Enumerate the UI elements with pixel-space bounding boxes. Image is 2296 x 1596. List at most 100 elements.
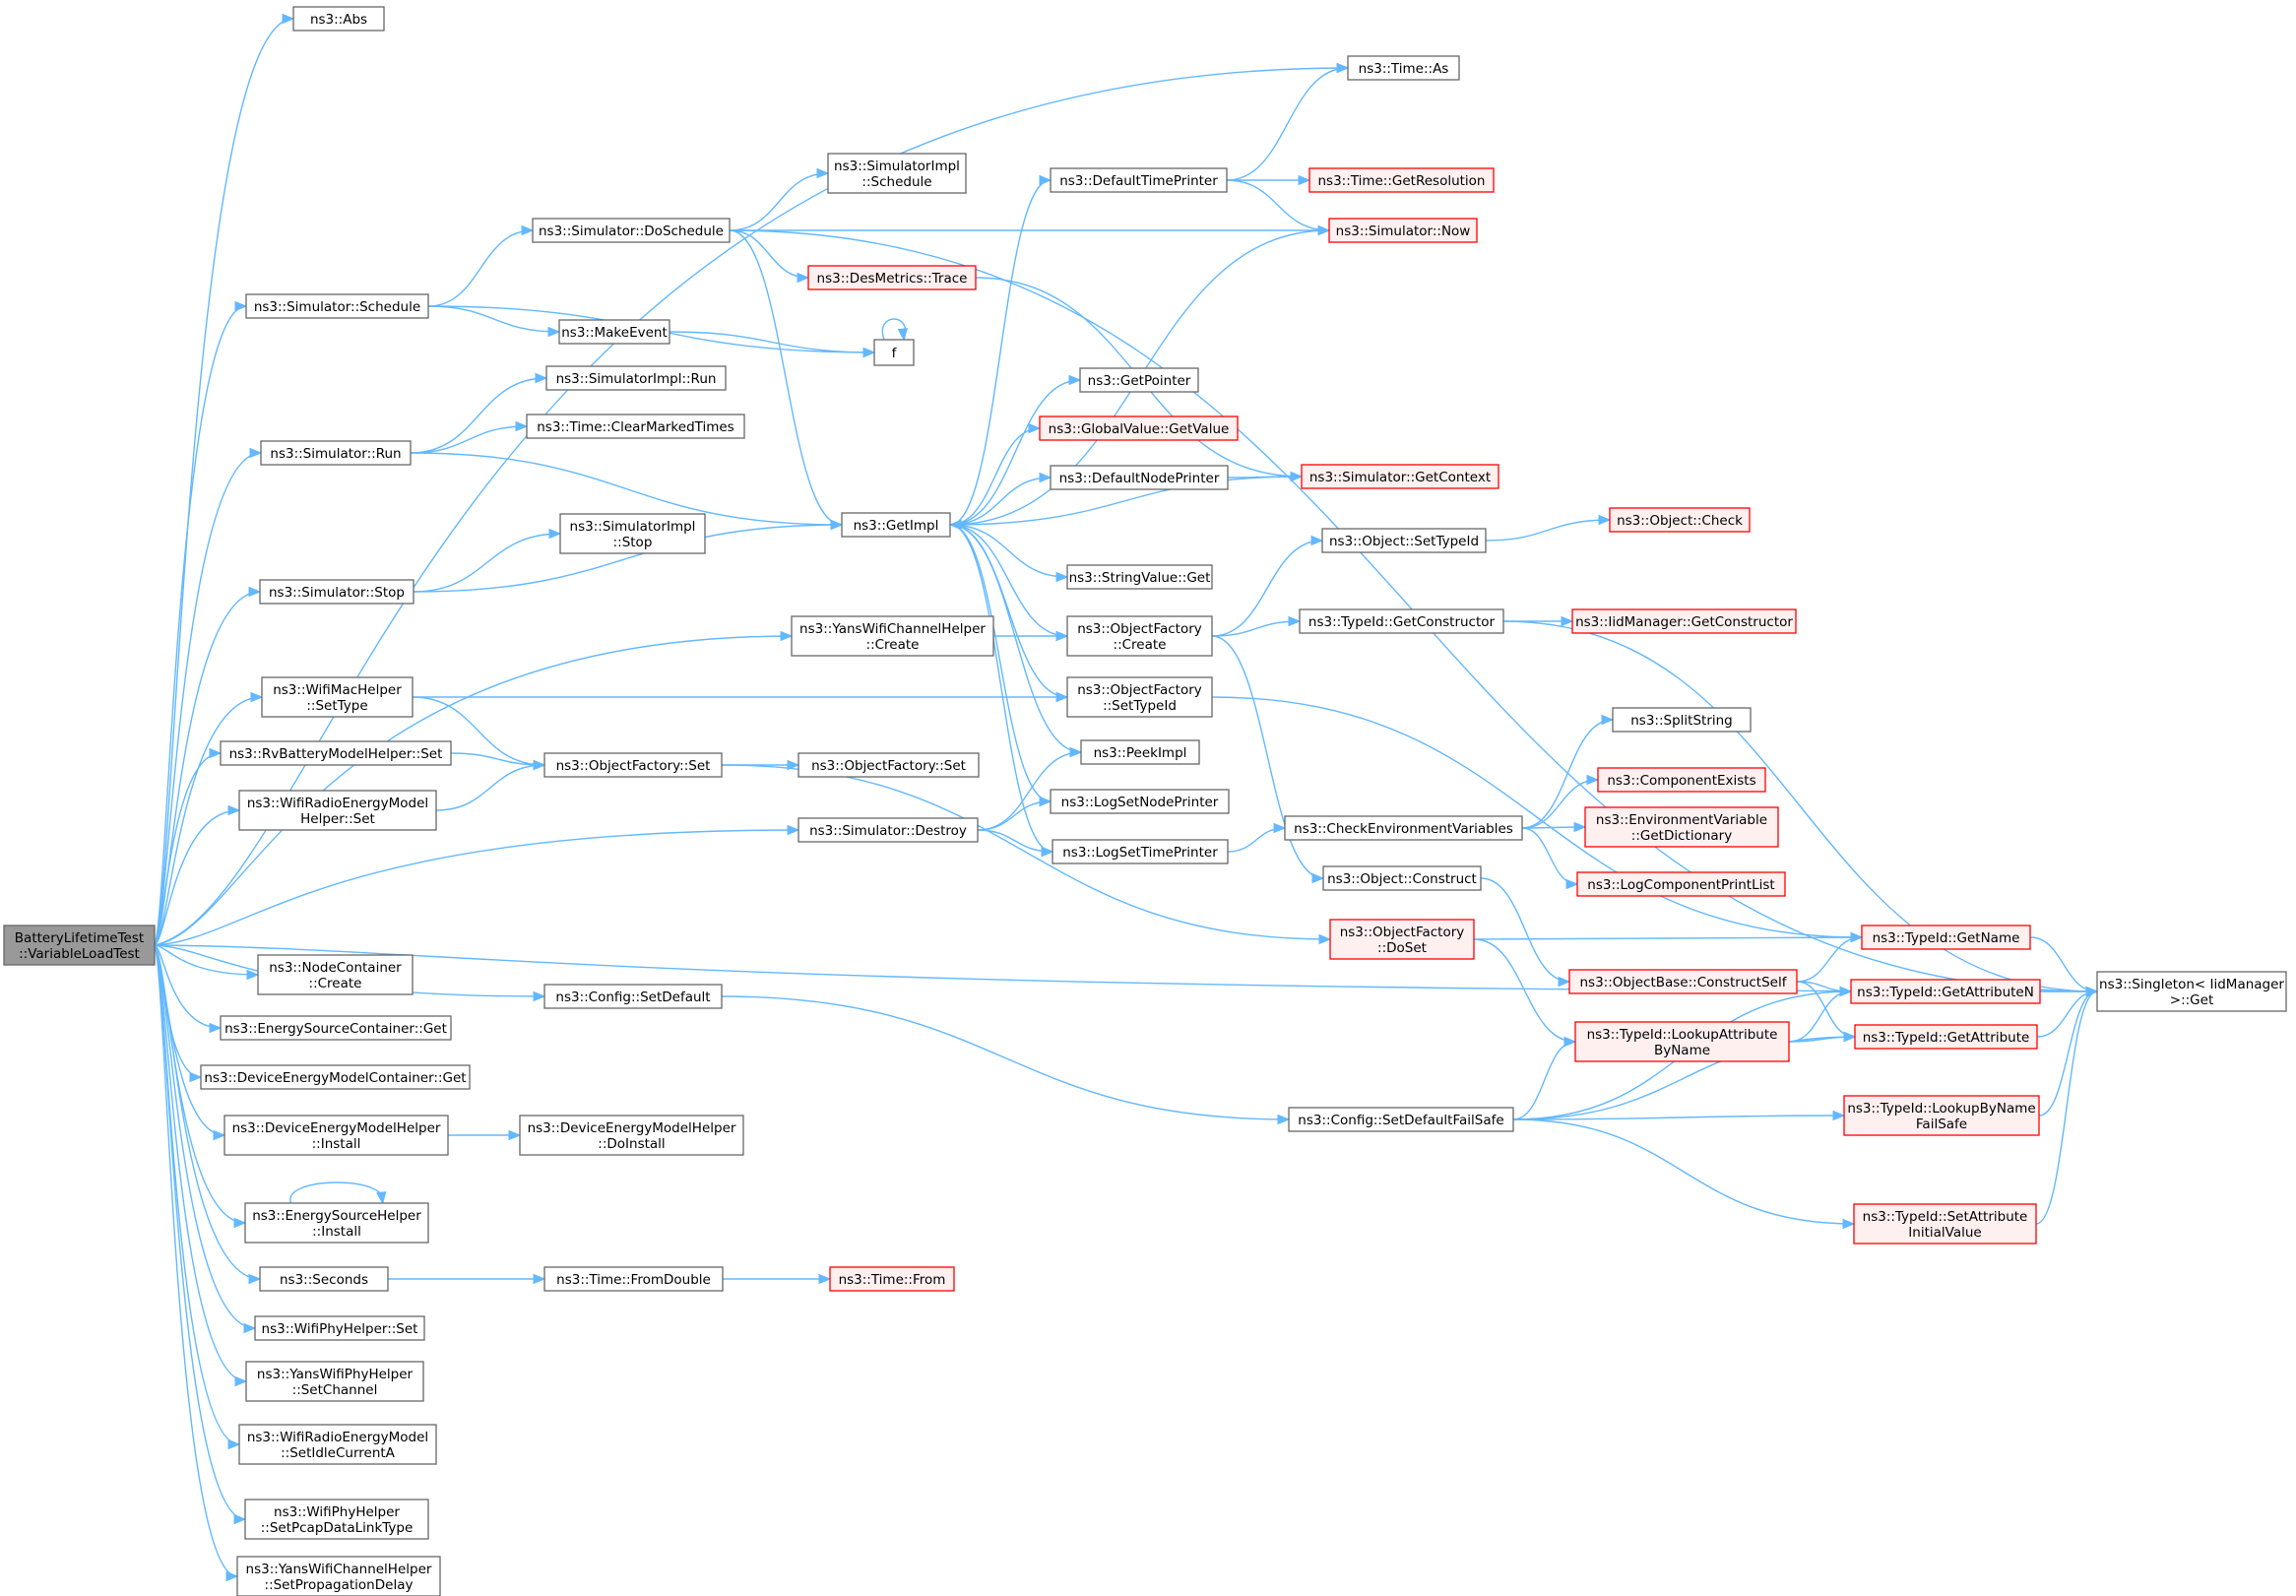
node-yanschcreate[interactable]: ns3::YansWifiChannelHelper::Create xyxy=(791,615,994,657)
edge-defprinter-to-getres-arrow xyxy=(1298,174,1311,186)
node-box-getptr xyxy=(1079,367,1199,393)
node-defprinter[interactable]: ns3::DefaultTimePrinter xyxy=(1050,167,1228,193)
node-label-objcheck: ns3::Object::Check xyxy=(1617,513,1743,529)
node-gvget[interactable]: ns3::GlobalValue::GetValue xyxy=(1039,415,1239,441)
node-label-yansphych-line2: ::SetChannel xyxy=(292,1382,378,1398)
node-box-yansphych xyxy=(245,1361,424,1402)
node-peekimpl[interactable]: ns3::PeekImpl xyxy=(1080,739,1200,765)
node-dosched[interactable]: ns3::Simulator::DoSchedule xyxy=(532,218,731,243)
node-tidgetctor[interactable]: ns3::TypeId::GetConstructor xyxy=(1299,608,1504,634)
node-compexists[interactable]: ns3::ComponentExists xyxy=(1597,767,1766,793)
edge-root-to-wifimacset xyxy=(154,696,263,946)
node-propdelay[interactable]: ns3::YansWifiChannelHelper::SetPropagati… xyxy=(236,1556,441,1596)
edge-ofcreate-to-objconstruct-arrow xyxy=(1311,872,1325,884)
node-physet[interactable]: ns3::WifiPhyHelper::Set xyxy=(254,1315,425,1341)
node-label-lookupfs-line2: FailSafe xyxy=(1916,1117,1967,1132)
node-simsched[interactable]: ns3::Simulator::Schedule xyxy=(245,293,429,319)
node-box-nodecreate xyxy=(257,954,414,995)
node-simnow[interactable]: ns3::Simulator::Now xyxy=(1328,218,1478,243)
node-defnodeprinter[interactable]: ns3::DefaultNodePrinter xyxy=(1050,465,1229,490)
edge-cfgsetdef-to-cfgsetdeffs-arrow xyxy=(1277,1114,1291,1125)
node-demcget[interactable]: ns3::DeviceEnergyModelContainer::Get xyxy=(200,1064,471,1090)
node-root[interactable]: BatteryLifetimeTest::VariableLoadTest xyxy=(3,925,156,966)
node-clearmarked[interactable]: ns3::Time::ClearMarkedTimes xyxy=(526,414,745,439)
node-f[interactable]: f xyxy=(873,339,915,366)
node-label-radioidle-line2: ::SetIdleCurrentA xyxy=(281,1445,396,1461)
edge-getimpl-to-gvget xyxy=(949,427,1041,526)
node-simimplsched[interactable]: ns3::SimulatorImpl::Schedule xyxy=(827,153,967,194)
node-seconds[interactable]: ns3::Seconds xyxy=(259,1266,389,1292)
node-timefrom[interactable]: ns3::Time::From xyxy=(829,1266,955,1292)
node-ofsettypeid[interactable]: ns3::ObjectFactory::SetTypeId xyxy=(1066,676,1213,718)
node-makeevent[interactable]: ns3::MakeEvent xyxy=(558,319,670,345)
node-demhinstall[interactable]: ns3::DeviceEnergyModelHelper::Install xyxy=(223,1115,449,1156)
node-eshinstall[interactable]: ns3::EnergySourceHelper::Install xyxy=(244,1202,429,1244)
node-settypeid[interactable]: ns3::Object::SetTypeId xyxy=(1321,528,1487,553)
node-getres[interactable]: ns3::Time::GetResolution xyxy=(1308,167,1495,193)
node-label-tidgetattr: ns3::TypeId::GetAttribute xyxy=(1863,1030,2030,1046)
node-label-demcget: ns3::DeviceEnergyModelContainer::Get xyxy=(204,1070,466,1086)
node-logsetnode[interactable]: ns3::LogSetNodePrinter xyxy=(1050,789,1230,814)
node-nodecreate[interactable]: ns3::NodeContainer::Create xyxy=(257,954,414,995)
node-getctx[interactable]: ns3::Simulator::GetContext xyxy=(1301,464,1499,489)
node-cfgsetdeffs[interactable]: ns3::Config::SetDefaultFailSafe xyxy=(1288,1107,1514,1132)
node-objcheck[interactable]: ns3::Object::Check xyxy=(1609,507,1751,533)
node-checkenv[interactable]: ns3::CheckEnvironmentVariables xyxy=(1284,815,1523,841)
edge-defprinter-to-timeas-arrow xyxy=(1336,62,1350,74)
node-label-simnow: ns3::Simulator::Now xyxy=(1336,223,1471,239)
node-box-defnodeprinter xyxy=(1050,465,1229,490)
node-rvset[interactable]: ns3::RvBatteryModelHelper::Set xyxy=(220,740,452,766)
node-tidgetattrn[interactable]: ns3::TypeId::GetAttributeN xyxy=(1850,979,2041,1004)
node-label-simimplrun: ns3::SimulatorImpl::Run xyxy=(556,371,717,387)
node-fromdouble[interactable]: ns3::Time::FromDouble xyxy=(543,1266,724,1292)
node-logsettime[interactable]: ns3::LogSetTimePrinter xyxy=(1052,839,1229,864)
node-wifimacset[interactable]: ns3::WifiMacHelper::SetType xyxy=(261,676,414,718)
node-abs[interactable]: ns3::Abs xyxy=(292,6,385,32)
edge-cfgsetdeffs-to-lookupfs xyxy=(1512,1115,1845,1120)
node-label-simimplstop-line1: ns3::SimulatorImpl xyxy=(570,519,696,535)
edges-layer xyxy=(154,13,2099,1582)
node-cfgsetdef[interactable]: ns3::Config::SetDefault xyxy=(543,984,723,1009)
node-simdestroy[interactable]: ns3::Simulator::Destroy xyxy=(797,817,979,843)
node-demhdoinstall[interactable]: ns3::DeviceEnergyModelHelper::DoInstall xyxy=(519,1115,744,1156)
node-objconstruct[interactable]: ns3::Object::Construct xyxy=(1322,865,1482,891)
node-splitstr[interactable]: ns3::SplitString xyxy=(1612,707,1752,733)
node-yansphych[interactable]: ns3::YansWifiPhyHelper::SetChannel xyxy=(245,1361,424,1402)
node-iidgetctor[interactable]: ns3::IidManager::GetConstructor xyxy=(1571,608,1797,634)
node-simrun[interactable]: ns3::Simulator::Run xyxy=(260,440,412,466)
node-label-logsettime: ns3::LogSetTimePrinter xyxy=(1062,845,1218,861)
node-label-lookupfs-line1: ns3::TypeId::LookupByName xyxy=(1847,1101,2035,1117)
node-strget[interactable]: ns3::StringValue::Get xyxy=(1066,564,1213,590)
node-ofcreate[interactable]: ns3::ObjectFactory::Create xyxy=(1066,615,1213,657)
edge-ofcreate-to-settypeid xyxy=(1211,540,1323,637)
node-ofdoset[interactable]: ns3::ObjectFactory::DoSet xyxy=(1329,919,1475,960)
node-getimpl[interactable]: ns3::GetImpl xyxy=(841,512,951,538)
node-ofset[interactable]: ns3::ObjectFactory::Set xyxy=(543,752,723,778)
node-simstop[interactable]: ns3::Simulator::Stop xyxy=(259,579,415,605)
node-simimplstop[interactable]: ns3::SimulatorImpl::Stop xyxy=(559,513,706,554)
node-label-setattrinit-line2: InitialValue xyxy=(1908,1225,1981,1241)
node-tidgetname[interactable]: ns3::TypeId::GetName xyxy=(1861,925,2031,950)
node-singleton[interactable]: ns3::Singleton< IidManager >::Get xyxy=(2096,971,2287,1012)
node-ofset2[interactable]: ns3::ObjectFactory::Set xyxy=(797,752,980,778)
node-box-demhinstall xyxy=(223,1115,449,1156)
node-objbasecs[interactable]: ns3::ObjectBase::ConstructSelf xyxy=(1568,969,1798,994)
node-pcaptype[interactable]: ns3::WifiPhyHelper::SetPcapDataLinkType xyxy=(244,1499,429,1540)
node-simimplrun[interactable]: ns3::SimulatorImpl::Run xyxy=(545,365,727,391)
edge-root-to-simsched xyxy=(154,305,247,946)
node-logcomplist[interactable]: ns3::LogComponentPrintList xyxy=(1576,871,1786,897)
node-timeas[interactable]: ns3::Time::As xyxy=(1347,55,1460,81)
node-label-simimplsched-line2: ::Schedule xyxy=(861,174,931,190)
node-getptr[interactable]: ns3::GetPointer xyxy=(1079,367,1199,393)
node-escget[interactable]: ns3::EnergySourceContainer::Get xyxy=(220,1015,452,1041)
node-desm[interactable]: ns3::DesMetrics::Trace xyxy=(807,265,977,290)
edge-f-to-f-arrow xyxy=(897,328,909,342)
node-tidgetattr[interactable]: ns3::TypeId::GetAttribute xyxy=(1854,1024,2038,1050)
node-radioidle[interactable]: ns3::WifiRadioEnergyModel::SetIdleCurren… xyxy=(238,1424,437,1465)
node-label-ofsettypeid-line1: ns3::ObjectFactory xyxy=(1077,682,1202,698)
node-envdict[interactable]: ns3::EnvironmentVariable::GetDictionary xyxy=(1584,806,1779,848)
